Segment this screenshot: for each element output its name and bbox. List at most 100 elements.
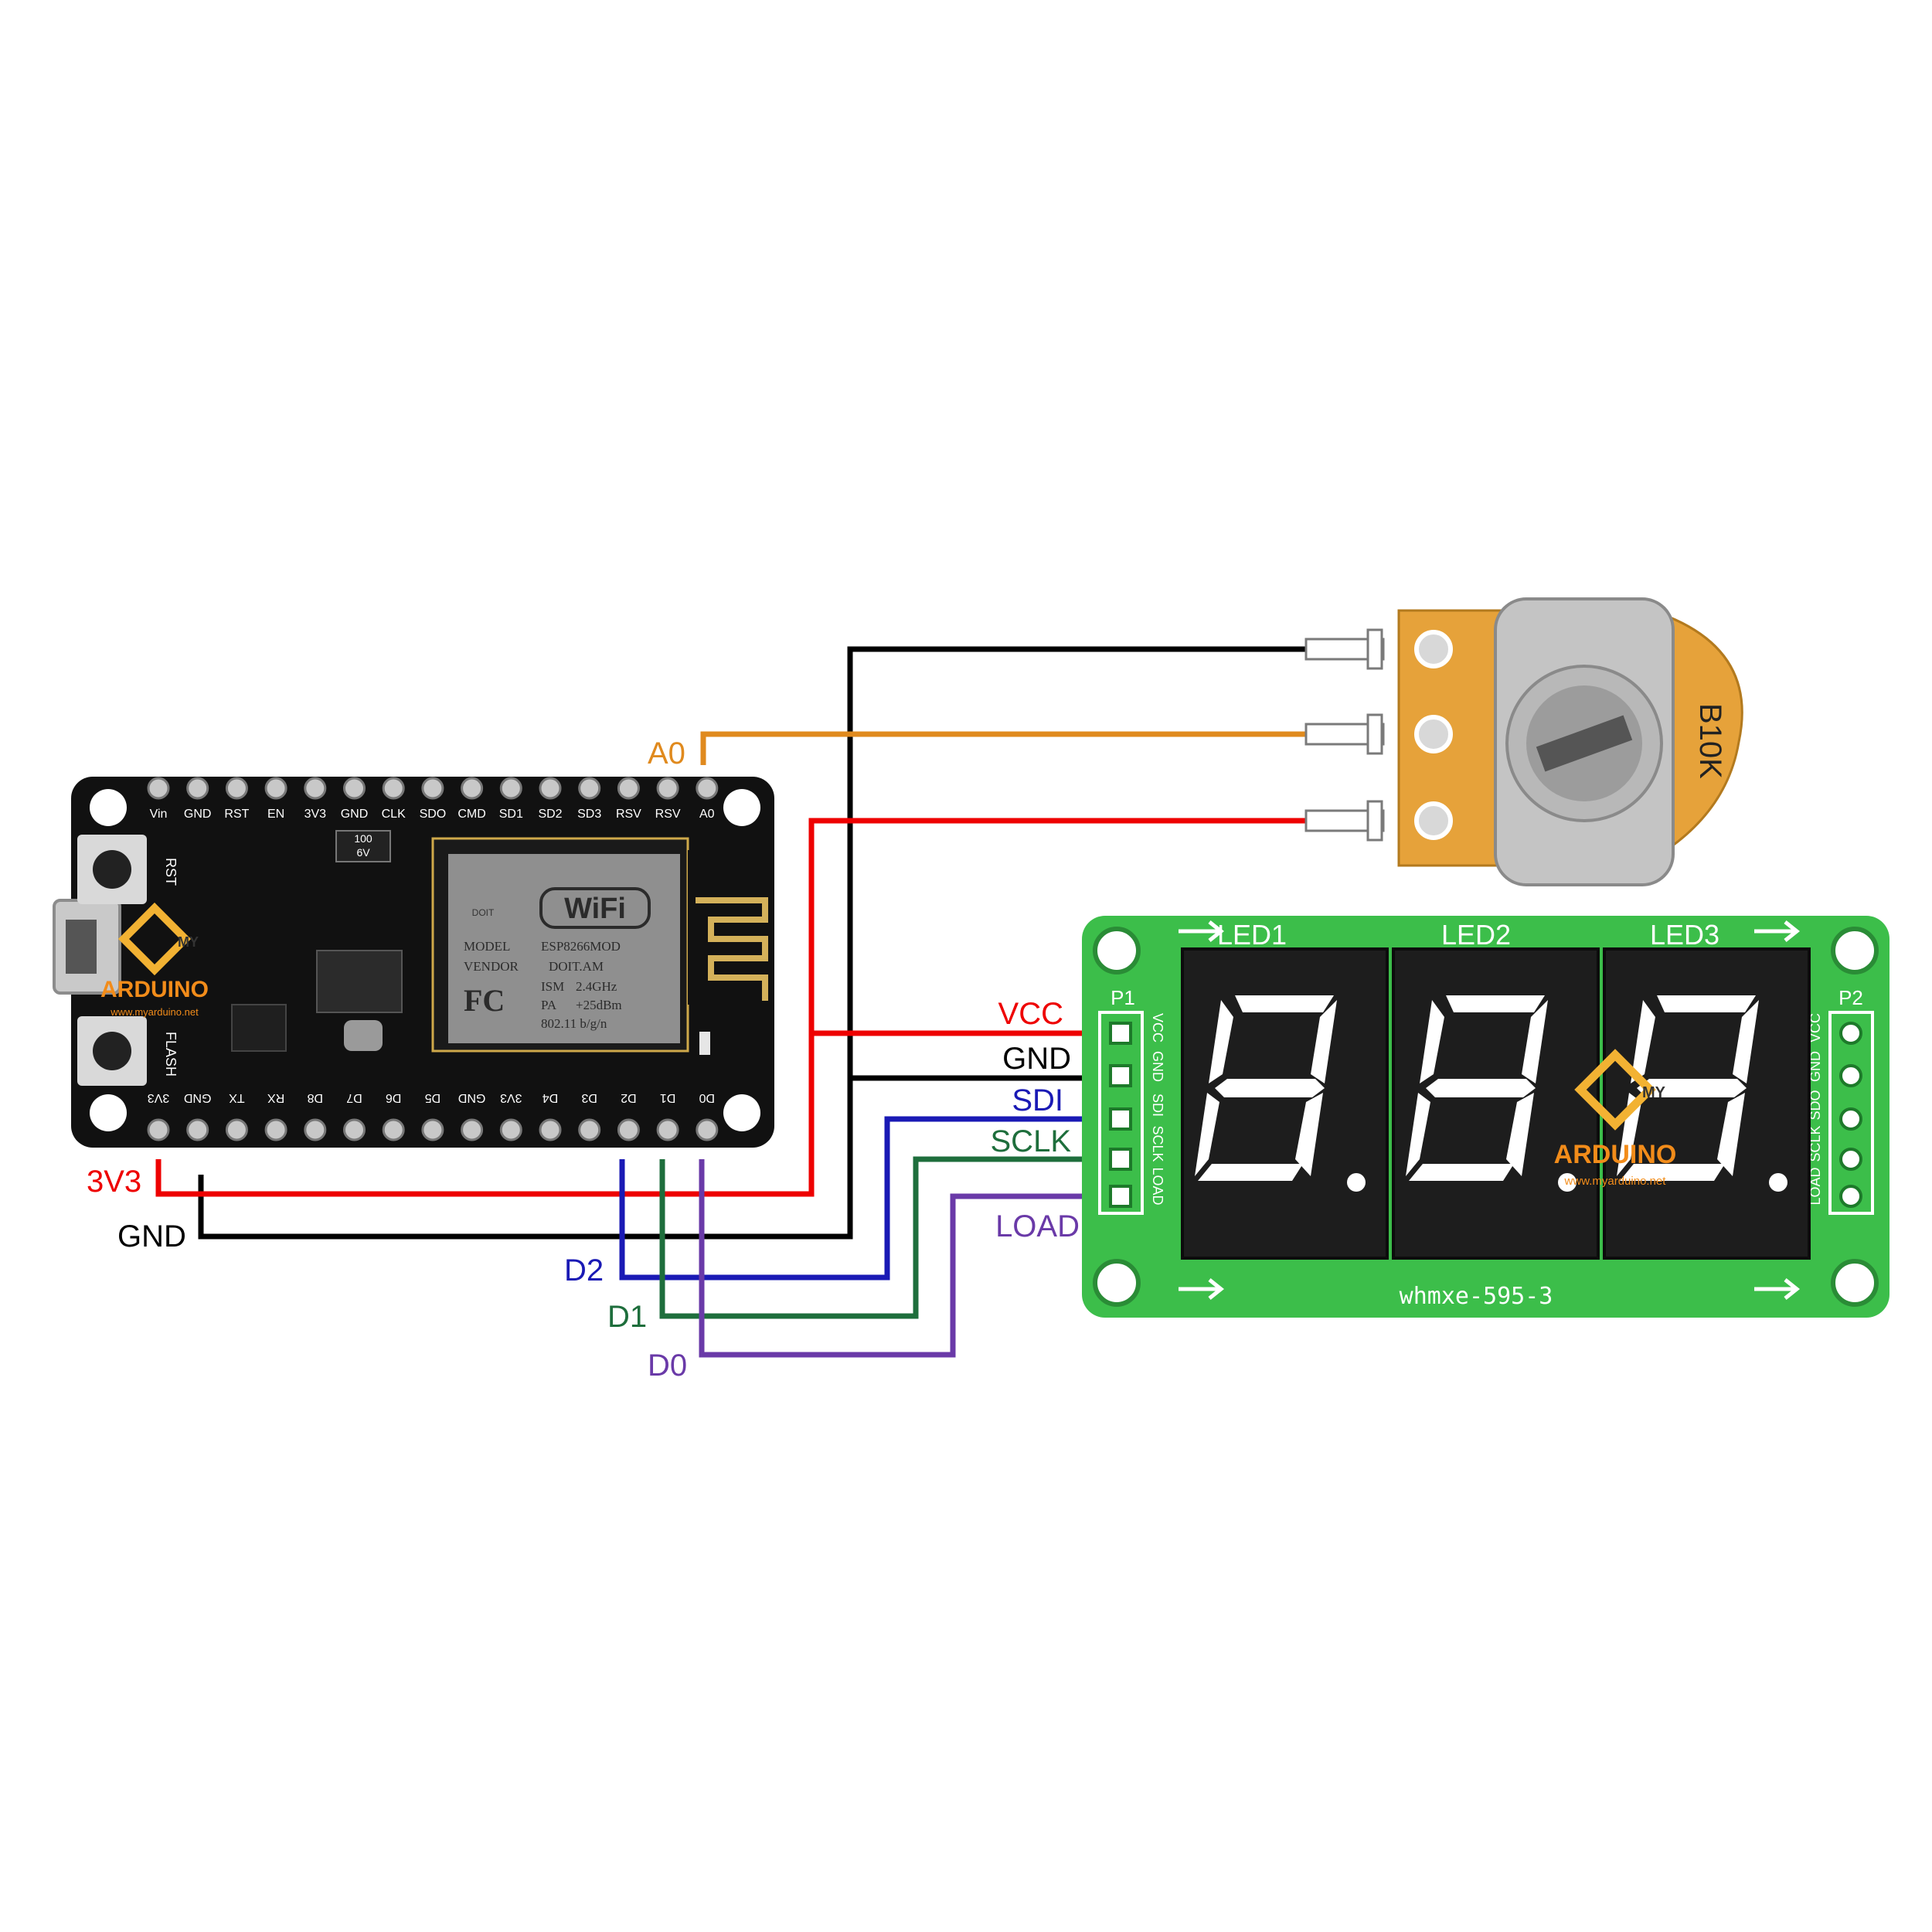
bottom-pin-label: D7 <box>346 1091 362 1104</box>
header-pin <box>656 777 679 800</box>
header-pin <box>147 777 170 800</box>
p1-pin <box>1109 1022 1132 1045</box>
segment <box>1426 1079 1536 1097</box>
label-d0: D0 <box>648 1349 687 1383</box>
top-pin-label: SD1 <box>499 808 523 821</box>
segment <box>1617 1093 1641 1176</box>
mount-hole <box>90 1094 127 1131</box>
p1-pins <box>1109 1022 1132 1208</box>
pot-pin-1-stub <box>1366 628 1383 670</box>
model-key: MODEL <box>464 939 510 954</box>
top-pin-label: A0 <box>699 808 715 821</box>
digit-blocks <box>1181 947 1811 1260</box>
led-indicator <box>699 1032 710 1055</box>
segment <box>1446 995 1545 1012</box>
vendor-key: VENDOR <box>464 959 519 974</box>
bottom-pin-label: GND <box>458 1091 486 1104</box>
segment <box>1657 995 1756 1012</box>
watermark-left: MY ARDUINO www.myarduino.net <box>100 902 209 1018</box>
bottom-pin-header <box>147 1118 719 1141</box>
esp-shield <box>448 854 680 1043</box>
header-pin <box>147 1118 170 1141</box>
header-pin <box>421 777 444 800</box>
header-pin <box>617 1118 640 1141</box>
decimal-point <box>1769 1173 1787 1192</box>
header-pin <box>382 1118 405 1141</box>
pot-hole-1 <box>1414 630 1453 668</box>
rst-label: RST <box>163 858 179 886</box>
top-pin-label: GND <box>341 808 369 821</box>
segment <box>1409 1164 1514 1181</box>
wire-d0 <box>699 1159 1082 1358</box>
label-load: LOAD <box>995 1209 1080 1243</box>
label-sclk: SCLK <box>991 1124 1072 1158</box>
top-pin-header <box>147 777 719 800</box>
label-gnd-left: GND <box>117 1219 186 1253</box>
top-pin-label: EN <box>267 808 284 821</box>
header-pin <box>499 777 522 800</box>
capacitor-label-1: 100 <box>354 832 372 845</box>
header-pin <box>461 777 484 800</box>
header-pin <box>264 777 287 800</box>
segment <box>1506 1093 1534 1176</box>
crystal <box>344 1020 383 1051</box>
segment <box>1637 1079 1747 1097</box>
antenna-area <box>688 850 773 1005</box>
flash-label: FLASH <box>163 1032 179 1077</box>
p2-pins <box>1839 1022 1862 1208</box>
bottom-pin-label: D2 <box>621 1091 637 1104</box>
bottom-pin-label: GND <box>184 1091 212 1104</box>
segment <box>1235 995 1334 1012</box>
led2-label: LED2 <box>1441 919 1511 951</box>
capacitor <box>335 830 391 862</box>
model-value: ESP8266MOD <box>541 939 621 954</box>
mount-hole <box>723 1094 760 1131</box>
segment <box>1522 1000 1548 1083</box>
header-pin <box>343 1118 366 1141</box>
myarduino-logo-icon <box>1574 1049 1656 1131</box>
p2-pin <box>1839 1022 1862 1045</box>
p1-pin-label: LOAD <box>1150 1167 1165 1205</box>
top-pin-label: GND <box>184 808 212 821</box>
header-pin <box>539 777 562 800</box>
wires <box>155 646 1306 1358</box>
watermark-left-my: MY <box>178 934 199 950</box>
pot-pin-2-stub <box>1366 713 1383 755</box>
segment <box>1295 1093 1323 1176</box>
top-pin-label: CMD <box>457 808 485 821</box>
p1-pin <box>1109 1107 1132 1131</box>
header-pin <box>656 1118 679 1141</box>
bottom-pin-label: RX <box>267 1091 285 1104</box>
header-pin <box>304 1118 327 1141</box>
display-hole <box>1093 1259 1141 1307</box>
wire-gnd <box>198 646 1306 1240</box>
segment <box>1215 1079 1325 1097</box>
header-pin <box>186 777 209 800</box>
ism-key: ISM <box>541 979 564 994</box>
segment <box>1209 1000 1233 1083</box>
label-vcc: VCC <box>998 997 1063 1031</box>
bottom-pin-label: 3V3 <box>500 1091 522 1104</box>
usb-port <box>66 920 97 974</box>
decimal-point <box>1347 1173 1366 1192</box>
flash-button[interactable] <box>93 1032 131 1070</box>
p2-pin <box>1839 1064 1862 1087</box>
segment <box>1631 1000 1655 1083</box>
bottom-pin-label: D5 <box>425 1091 441 1104</box>
bottom-pin-label: D1 <box>660 1091 676 1104</box>
p2-pin-label: GND <box>1808 1051 1823 1082</box>
ism-value: 2.4GHz <box>576 979 617 994</box>
pot-shaft-slot <box>1536 715 1633 772</box>
fc-mark: FC <box>464 983 505 1018</box>
myarduino-logo-icon <box>117 902 192 976</box>
top-pin-label: SD3 <box>577 808 601 821</box>
rst-button[interactable] <box>93 850 131 889</box>
led3-label: LED3 <box>1650 919 1719 951</box>
pa-value: +25dBm <box>576 998 622 1012</box>
p1-pin <box>1109 1185 1132 1208</box>
